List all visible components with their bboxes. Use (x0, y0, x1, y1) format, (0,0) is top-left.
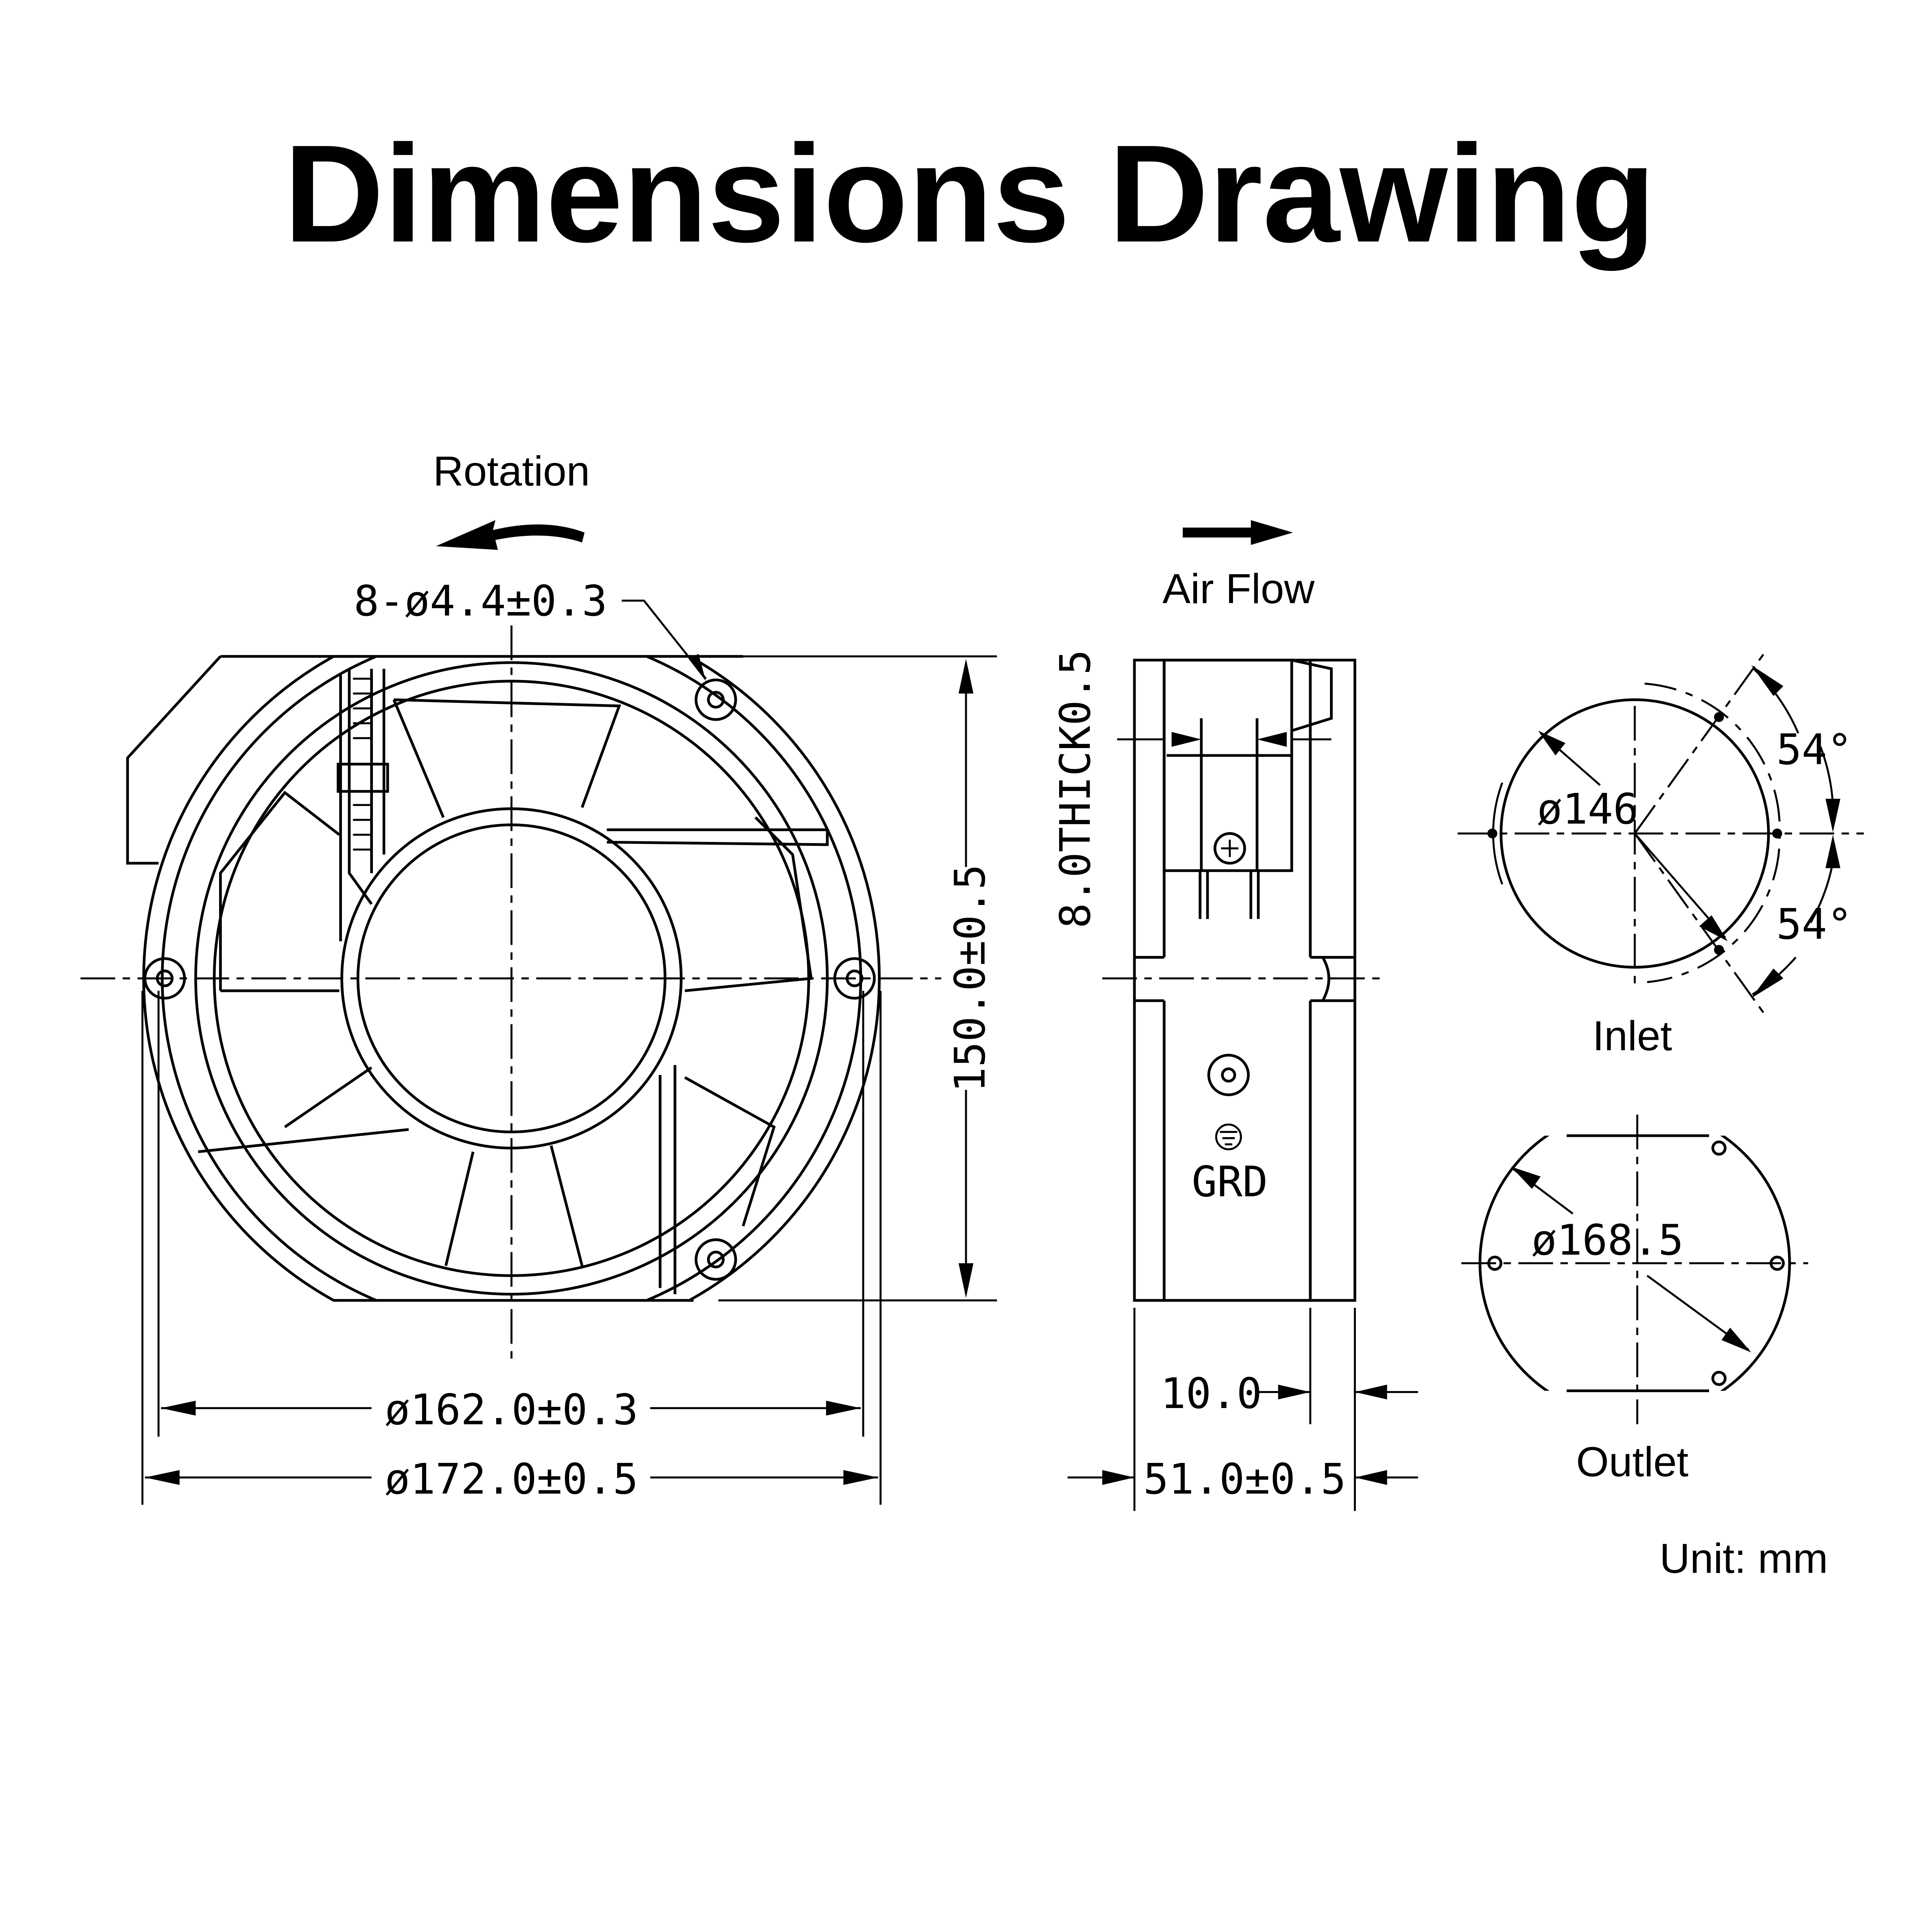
mounting-holes (143, 679, 876, 1281)
height-dim: 150.0±0.5 (946, 864, 995, 1092)
airflow-label: Air Flow (1162, 565, 1315, 612)
ground-symbol-icon (1215, 1123, 1242, 1150)
rotation-label: Rotation (433, 447, 590, 495)
depth-dim: 51.0±0.5 (1143, 1454, 1346, 1503)
page-title: Dimensions Drawing (284, 116, 1655, 272)
outlet-diameter-dim: ø168.5 (1531, 1216, 1684, 1265)
inlet-view: ø146 54° 54° Inlet (1458, 648, 1864, 1060)
rotation-arrow-icon (436, 520, 585, 550)
angle-top-dim: 54° (1776, 725, 1852, 774)
terminal-icon (1207, 1054, 1250, 1096)
front-view: Rotation 8-ø4.4±0.3 (80, 447, 997, 1505)
thickness-dim: 8.0THICK0.5 (1051, 650, 1100, 929)
outer-diameter-dim: ø172.0±0.5 (385, 1454, 638, 1503)
side-view: Air Flow 8.0THICK0.5 GRD 10.0 51.0±0.5 (1051, 520, 1418, 1511)
inner-diameter-dim: ø162.0±0.3 (385, 1385, 638, 1434)
hole-callout: 8-ø4.4±0.3 (354, 577, 607, 626)
unit-label: Unit: mm (1660, 1535, 1828, 1582)
outlet-view: ø168.5 Outlet (1461, 1114, 1808, 1486)
outlet-label: Outlet (1576, 1439, 1689, 1486)
flange-dim: 10.0 (1160, 1369, 1262, 1418)
angle-bottom-dim: 54° (1776, 900, 1852, 949)
inlet-label: Inlet (1592, 1012, 1672, 1060)
inlet-diameter-dim: ø146 (1537, 784, 1638, 833)
airflow-arrow-icon (1182, 520, 1293, 545)
ground-label: GRD (1192, 1157, 1268, 1206)
